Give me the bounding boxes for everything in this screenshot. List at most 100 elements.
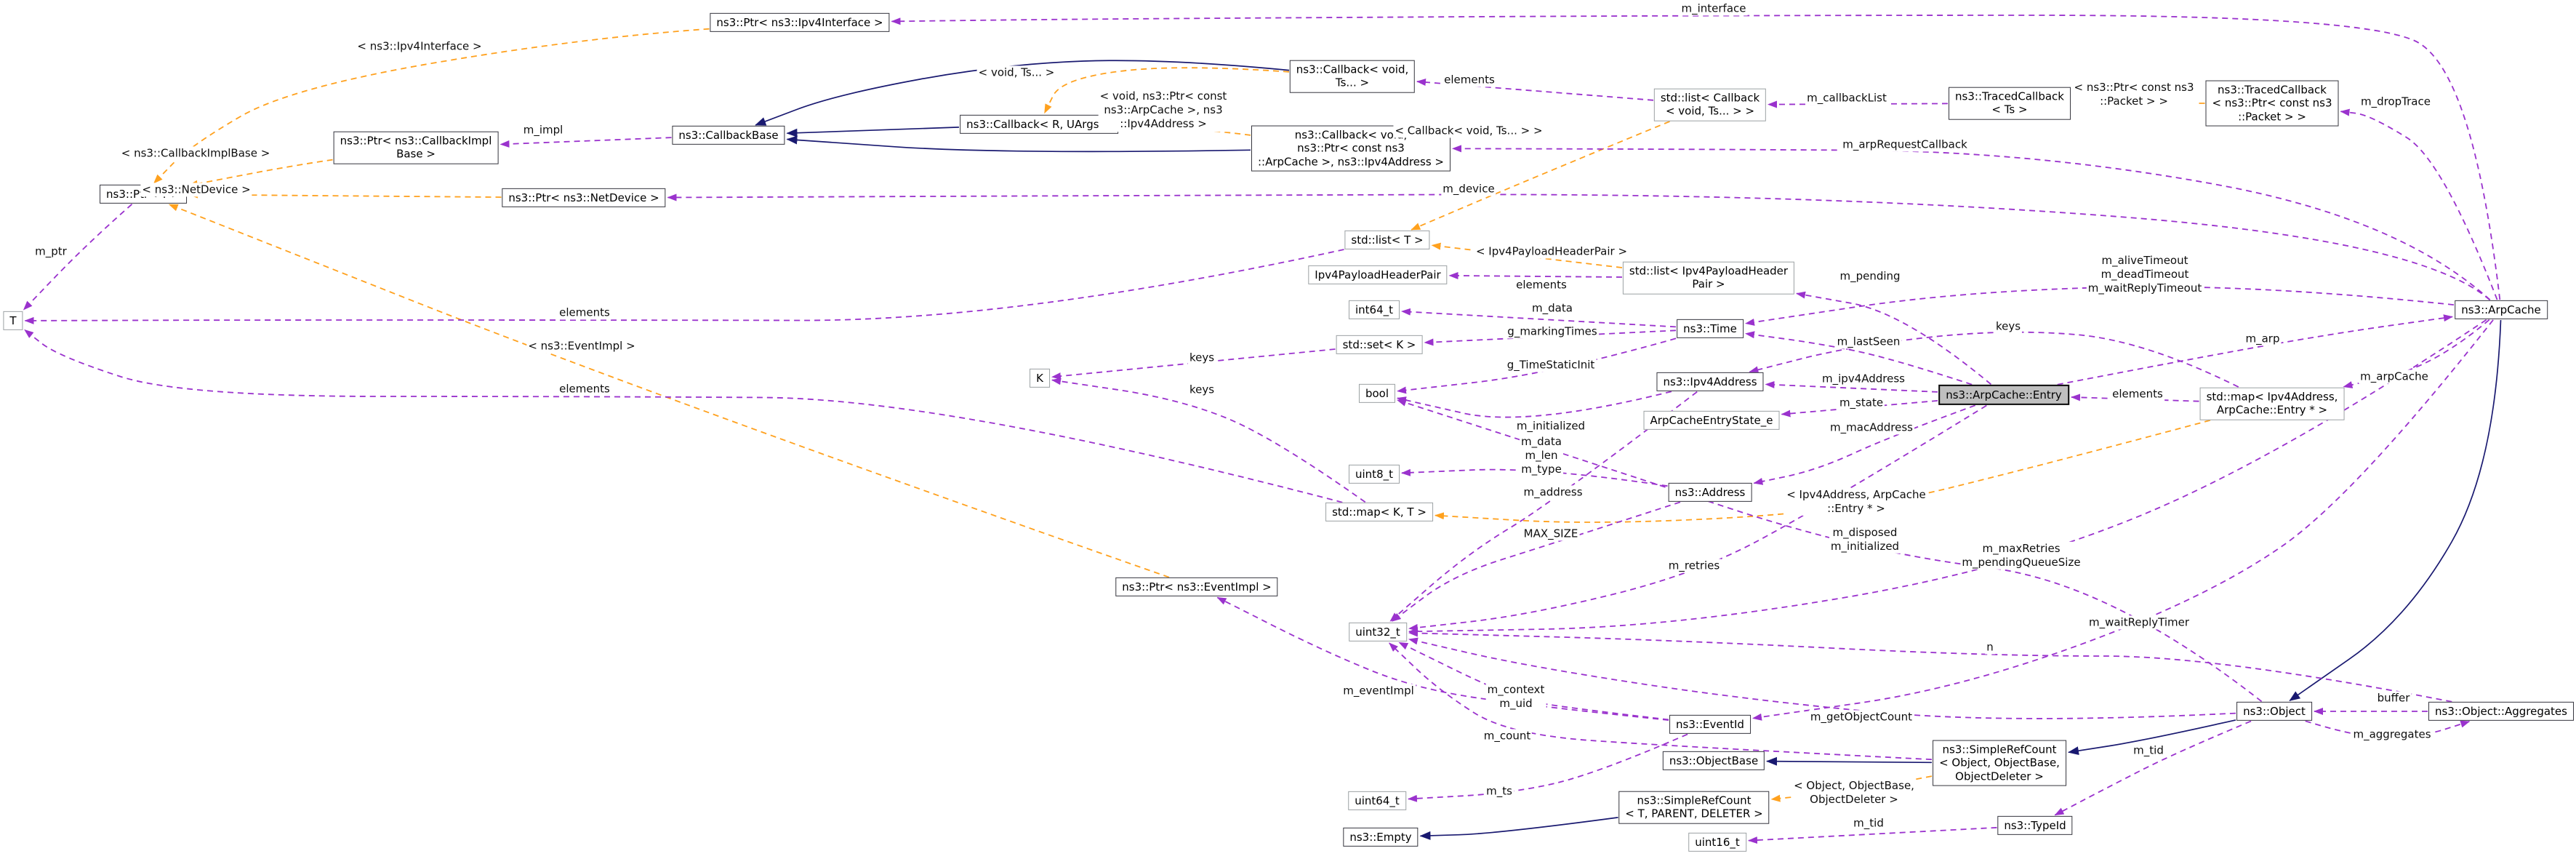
edge-label: m_context m_uid: [1485, 682, 1546, 711]
node-state_e: ArpCacheEntryState_e: [1643, 410, 1780, 431]
edge-label: < ns3::Ipv4Interface >: [356, 39, 483, 54]
node-map_ip4: std::map< Ipv4Address, ArpCache::Entry *…: [2199, 387, 2345, 420]
edge-label: m_data: [1530, 301, 1574, 316]
node-addr[interactable]: ns3::Address: [1668, 482, 1752, 503]
node-cb_void[interactable]: ns3::Callback< void, Ts... >: [1289, 60, 1416, 93]
edge-label: elements: [1514, 278, 1568, 292]
node-list_iphp: std::list< Ipv4PayloadHeader Pair >: [1622, 261, 1795, 295]
edge-label: m_disposed m_initialized: [1829, 525, 1901, 554]
node-ptr_cib[interactable]: ns3::Ptr< ns3::CallbackImpl Base >: [333, 131, 499, 164]
edge-object-to-src_obj: [2068, 719, 2236, 756]
node-set_k: std::set< K >: [1336, 335, 1423, 355]
edge-ip4addr-to-bool: [1396, 391, 1672, 418]
node-uint64: uint64_t: [1348, 791, 1406, 811]
node-uint8: uint8_t: [1349, 464, 1400, 484]
edge-label: m_ptr: [33, 244, 68, 259]
edge-ptr_ei-to-ptr_t: [168, 204, 1170, 578]
edge-label: elements: [558, 305, 611, 320]
edge-entry-to-ip4addr: [1765, 380, 1938, 393]
node-empty[interactable]: ns3::Empty: [1343, 827, 1419, 847]
edge-label: < ns3::CallbackImplBase >: [119, 146, 272, 161]
edge-label: m_device: [1441, 182, 1496, 196]
edge-label: m_impl: [521, 123, 565, 137]
edge-aggr-to-uint32: [1408, 629, 2452, 703]
node-list_cb: std::list< Callback < void, Ts... > >: [1653, 88, 1767, 121]
node-ptr_nd[interactable]: ns3::Ptr< ns3::NetDevice >: [502, 188, 666, 208]
edge-entry-to-time: [1745, 331, 1973, 385]
node-eventid[interactable]: ns3::EventId: [1669, 714, 1751, 735]
node-typeid[interactable]: ns3::TypeId: [1997, 815, 2073, 836]
edge-label: < Callback< void, Ts... > >: [1393, 124, 1544, 138]
edge-label: m_macAddress: [1829, 420, 1914, 435]
edge-map_kt-to-k: [1051, 377, 1366, 503]
edge-label: < ns3::Ptr< const ns3 ::Packet > >: [2072, 80, 2196, 109]
edge-ip4addr-to-uint32: [1389, 391, 1698, 622]
edge-label: m_ipv4Address: [1821, 372, 1906, 386]
edge-cbase-to-ptr_cib: [499, 137, 672, 148]
edge-label: elements: [1443, 73, 1496, 87]
edge-label: < ns3::EventImpl >: [526, 339, 637, 353]
node-ptr_i4if[interactable]: ns3::Ptr< ns3::Ipv4Interface >: [710, 12, 890, 33]
node-cb_r[interactable]: ns3::Callback< R, UArgs >: [960, 114, 1118, 135]
edge-label: keys: [1187, 351, 1216, 365]
node-object[interactable]: ns3::Object: [2236, 701, 2312, 722]
node-src_obj[interactable]: ns3::SimpleRefCount < Object, ObjectBase…: [1933, 740, 2066, 786]
edge-ptr_t-to-t: [23, 204, 133, 311]
node-obase[interactable]: ns3::ObjectBase: [1662, 751, 1765, 771]
edge-label: m_initialized: [1514, 419, 1587, 434]
edge-label: elements: [2111, 387, 2164, 401]
edge-eventid-to-uint32: [1398, 642, 1669, 721]
edge-arpcache-to-uint32: [1408, 319, 2487, 636]
edge-entry-to-arpcache: [2057, 314, 2453, 385]
node-ip4addr[interactable]: ns3::Ipv4Address: [1656, 372, 1764, 392]
edge-label: buffer: [2375, 691, 2412, 706]
edge-ptr_i4if-to-ptr_t: [153, 28, 710, 184]
edge-list_t-to-t: [24, 249, 1344, 324]
edge-label: m_data m_len m_type: [1520, 435, 1563, 477]
edge-label: n: [1985, 640, 1995, 655]
edge-object-to-aggr: [2305, 720, 2471, 739]
edge-arpcache-to-ptr_i4if: [891, 15, 2501, 300]
edge-label: m_arpCache: [2359, 369, 2430, 384]
edge-label: m_address: [1522, 485, 1584, 500]
edge-cb_arp-to-cbase: [786, 135, 1251, 153]
node-cbase[interactable]: ns3::CallbackBase: [672, 125, 785, 145]
edge-time-to-int64: [1401, 308, 1677, 328]
edge-label: m_aggregates: [2351, 727, 2433, 742]
edge-src_obj-to-obase: [1766, 756, 1933, 766]
edge-arpcache-to-eventid: [1752, 319, 2494, 721]
node-time[interactable]: ns3::Time: [1677, 319, 1744, 339]
node-uint16: uint16_t: [1688, 832, 1746, 852]
edge-label: g_markingTimes: [1506, 324, 1599, 339]
edge-label: < Ipv4Address, ArpCache ::Entry * >: [1785, 487, 1927, 516]
edge-list_iphp-to-iphp: [1448, 272, 1623, 280]
node-uint32: uint32_t: [1349, 622, 1407, 642]
node-bool: bool: [1358, 383, 1396, 404]
edge-set_k-to-k: [1051, 348, 1336, 380]
edge-list_cb-to-list_t: [1411, 121, 1670, 231]
node-aggr[interactable]: ns3::Object::Aggregates: [2428, 701, 2574, 722]
edge-label: m_aliveTimeout m_deadTimeout m_waitReply…: [2086, 254, 2204, 296]
edge-entry-to-list_iphp: [1796, 291, 1991, 385]
node-src_t[interactable]: ns3::SimpleRefCount < T, PARENT, DELETER…: [1618, 791, 1770, 824]
node-cb_arp[interactable]: ns3::Callback< void, ns3::Ptr< const ns3…: [1251, 125, 1450, 172]
node-map_kt: std::map< K, T >: [1325, 502, 1433, 522]
node-iphp: Ipv4PayloadHeaderPair: [1308, 265, 1448, 285]
edge-src_t-to-empty: [1419, 817, 1618, 840]
node-ptr_ei[interactable]: ns3::Ptr< ns3::EventImpl >: [1115, 577, 1278, 597]
edge-label: m_arpRequestCallback: [1841, 137, 1969, 152]
edge-addr-to-uint8: [1401, 468, 1668, 487]
edge-src_obj-to-uint32: [1389, 642, 1933, 761]
node-tcb_pkt[interactable]: ns3::TracedCallback < ns3::Ptr< const ns…: [2205, 80, 2339, 127]
edge-label: < Ipv4PayloadHeaderPair >: [1474, 244, 1629, 259]
edge-label: g_TimeStaticInit: [1505, 358, 1597, 372]
edge-eventid-to-ptr_ei: [1216, 596, 1669, 721]
node-tcb_ts[interactable]: ns3::TracedCallback < Ts >: [1949, 87, 2071, 120]
edge-arpcache-to-tcb_pkt: [2340, 108, 2498, 300]
edge-label: m_retries: [1666, 559, 1722, 573]
node-arpcache[interactable]: ns3::ArpCache: [2455, 300, 2548, 320]
edge-label: m_count: [1482, 729, 1533, 743]
edge-label: m_maxRetries m_pendingQueueSize: [1960, 541, 2082, 570]
